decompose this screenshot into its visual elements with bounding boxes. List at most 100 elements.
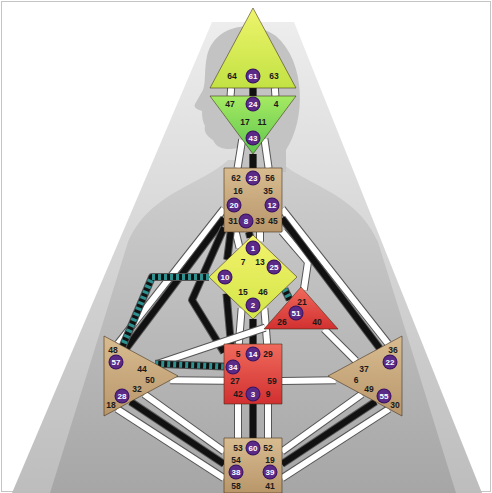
heart-center: 21512640 — [264, 287, 338, 329]
gate-number: 27 — [230, 377, 239, 386]
defined-channel — [227, 232, 230, 260]
open-channel — [265, 404, 271, 438]
channel — [230, 88, 232, 96]
channel — [264, 139, 268, 168]
open-channel — [282, 377, 336, 384]
gate-number: 11 — [258, 118, 267, 127]
gate-number: 21 — [297, 298, 306, 307]
active-gate-number: 25 — [268, 261, 281, 274]
gate-number: 19 — [265, 456, 274, 465]
active-gate-number: 14 — [247, 348, 260, 361]
active-gate-number: 20 — [228, 199, 241, 212]
open-channel — [235, 404, 241, 438]
channel — [274, 88, 276, 96]
channel-outline — [238, 139, 243, 168]
channel — [238, 139, 243, 168]
active-gate-number: 22 — [384, 356, 397, 369]
gate-number: 50 — [145, 376, 154, 385]
mixed-channel — [284, 289, 289, 300]
active-gate-number: 39 — [264, 466, 277, 479]
aura-shape — [12, 22, 482, 493]
active-gate-number: 61 — [247, 70, 260, 83]
gate-number: 47 — [225, 100, 234, 109]
channel — [284, 289, 289, 300]
active-gate-number: 8 — [240, 215, 253, 228]
gate-number: 6 — [354, 376, 359, 385]
defined-channel — [249, 232, 250, 238]
defined-channel — [250, 88, 256, 96]
gate-number: 37 — [359, 365, 368, 374]
gate-number: 17 — [240, 118, 249, 127]
gate-number: 44 — [137, 365, 146, 374]
center-outline — [264, 287, 338, 329]
gate-number: 35 — [263, 187, 272, 196]
channel-outline — [227, 88, 236, 96]
channel-outline — [249, 232, 250, 238]
gate-number: 31 — [228, 217, 237, 226]
gate-number: 29 — [263, 350, 272, 359]
active-gate-number: 23 — [247, 172, 260, 185]
channel-outline — [282, 409, 389, 478]
channel — [238, 404, 239, 438]
active-gate-number: 38 — [230, 466, 243, 479]
gate-number: 32 — [132, 385, 141, 394]
defined-channel — [282, 402, 375, 464]
gate-number: 48 — [108, 346, 117, 355]
gate-number: 36 — [388, 346, 397, 355]
open-channel — [236, 232, 240, 248]
gate-number: 18 — [106, 401, 115, 410]
channel-outline — [282, 376, 336, 385]
channel-hatch — [123, 277, 209, 346]
spleen-center: 48574450322818 — [104, 336, 178, 416]
active-gate-number: 57 — [110, 356, 123, 369]
open-channel — [264, 139, 268, 168]
channel — [324, 329, 356, 361]
gate-number: 41 — [265, 482, 274, 491]
channel — [131, 402, 224, 464]
active-gate-number: 24 — [247, 98, 260, 111]
channel — [253, 88, 254, 96]
gate-number: 40 — [312, 318, 321, 327]
gate-number: 45 — [268, 217, 277, 226]
open-channel — [170, 377, 224, 384]
channel-outline — [249, 88, 257, 96]
channel-outline — [192, 228, 224, 353]
center-outline — [104, 336, 178, 416]
channel — [236, 232, 240, 248]
channel — [170, 380, 224, 382]
channel-outline — [271, 88, 280, 96]
channel — [282, 409, 389, 478]
open-channel — [272, 88, 279, 96]
solar-plexus-center: 3622376495530 — [328, 336, 402, 416]
channel-hatch — [284, 289, 289, 300]
body-shape — [50, 160, 456, 493]
gate-number: 63 — [269, 72, 278, 81]
active-gate-number: 12 — [266, 199, 279, 212]
channel — [282, 402, 375, 464]
gate-number: 26 — [277, 318, 286, 327]
channel — [253, 404, 254, 438]
gate-number: 42 — [233, 390, 242, 399]
gate-number: 15 — [238, 288, 247, 297]
center-outline — [210, 8, 296, 88]
open-channel — [228, 88, 235, 96]
gate-number: 16 — [233, 187, 242, 196]
gate-number: 64 — [227, 72, 236, 81]
channel-outline — [155, 364, 224, 367]
channel-outline — [264, 404, 272, 438]
gate-number: 53 — [233, 444, 242, 453]
channel — [192, 228, 224, 353]
gate-number: 62 — [231, 174, 240, 183]
sacral-center: 514293427594239 — [224, 344, 282, 404]
channel-outline — [234, 404, 242, 438]
gate-number: 56 — [265, 174, 274, 183]
active-gate-number: 55 — [378, 390, 391, 403]
channel-outline — [170, 376, 224, 385]
channel — [282, 380, 336, 382]
channel — [227, 232, 230, 260]
channel-outline — [123, 277, 209, 346]
open-channel — [324, 329, 356, 361]
channel-outline — [249, 404, 257, 438]
center-outline — [224, 344, 282, 404]
